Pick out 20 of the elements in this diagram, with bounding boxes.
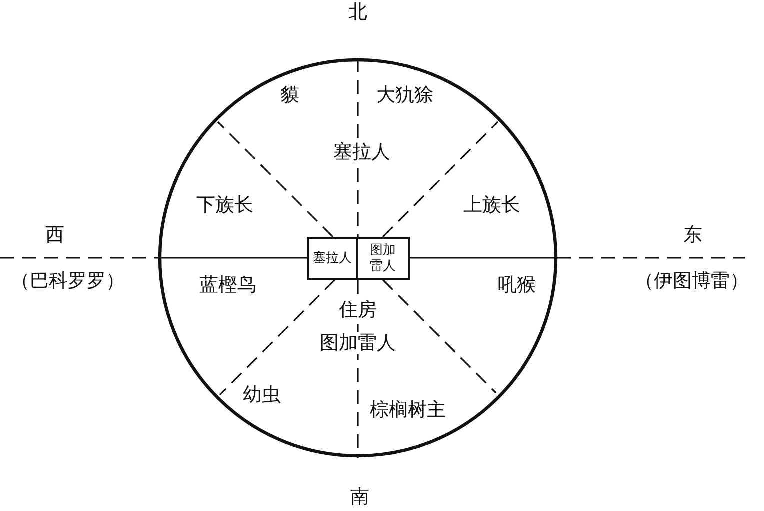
region-label: 貘: [280, 84, 300, 106]
circle-outline: [158, 58, 558, 458]
region-label: 南: [350, 486, 370, 508]
region-label: 东: [682, 224, 704, 246]
region-label: 塞拉人: [332, 141, 392, 163]
region-label: 北: [348, 1, 368, 23]
region-label: 大犰狳: [376, 84, 434, 106]
region-label: 上族长: [462, 194, 522, 216]
region-label: 住房: [337, 299, 379, 321]
region-label: （伊图博雷）: [634, 270, 750, 292]
region-label: 幼虫: [242, 384, 282, 406]
region-label: （巴科罗罗）: [10, 270, 126, 292]
region-label: 吼猴: [497, 274, 537, 296]
region-label: 棕榈树主: [369, 399, 447, 421]
label-box: 塞拉人: [307, 237, 358, 280]
region-label: 蓝樫鸟: [198, 274, 258, 296]
region-label: 下族长: [196, 194, 254, 216]
region-label: 西: [44, 224, 66, 246]
label-box: 图加雷人: [358, 237, 410, 280]
region-label: 图加雷人: [318, 332, 398, 354]
